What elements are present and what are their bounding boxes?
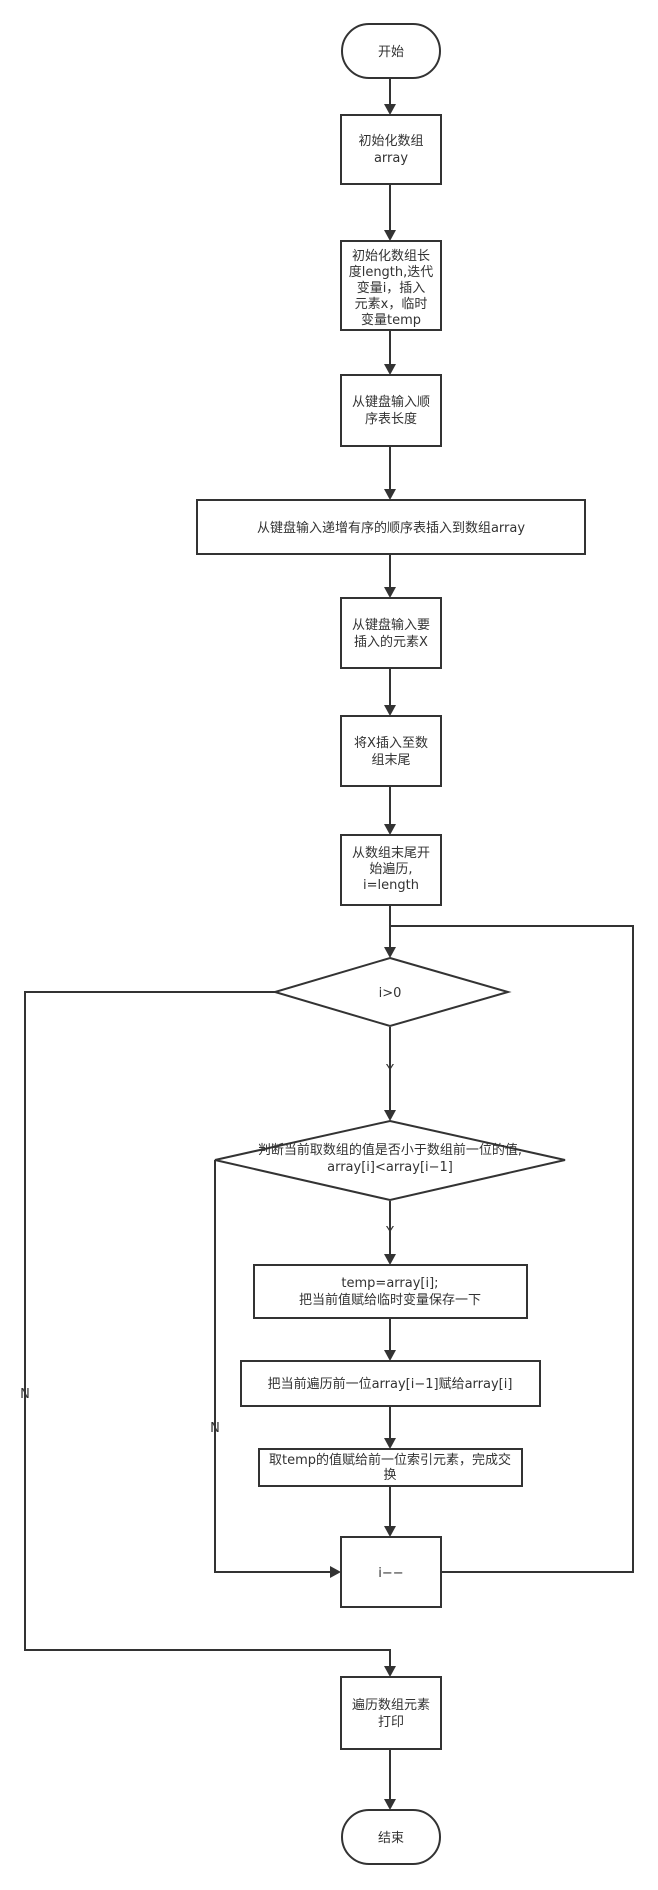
shift-label: 把当前遍历前一位array[i−1]赋给array[i] — [268, 1376, 513, 1392]
print-node: 遍历数组元素 打印 — [340, 1676, 442, 1750]
edge-cond-i-no-to-print — [24, 991, 391, 1668]
arrow-cond-i-to-cond-compare — [384, 1110, 396, 1121]
traverse-start-label-line2: 始遍历, — [369, 861, 412, 877]
arrow-print-to-end — [384, 1799, 396, 1810]
label-cond-compare-yes: Y — [385, 1225, 394, 1240]
print-label-line2: 打印 — [378, 1715, 404, 1730]
traverse-start-label-line1: 从数组末尾开 — [352, 846, 430, 861]
append-x-label-line1: 将X插入至数 — [354, 736, 428, 751]
shift-node: 把当前遍历前一位array[i−1]赋给array[i] — [240, 1360, 541, 1407]
arrow-init-vars-to-input-length — [384, 364, 396, 375]
arrow-cond-compare-no-to-decrement — [330, 1566, 341, 1578]
input-length-node: 从键盘输入顺 序表长度 — [340, 374, 442, 447]
start-node: 开始 — [341, 23, 441, 79]
init-vars-label-line4: 元素x，临时 — [355, 297, 428, 312]
edge-decrement-loop-back — [390, 925, 634, 1573]
cond-i-label: i>0 — [379, 986, 402, 1001]
decrement-label: i−− — [378, 1566, 403, 1581]
arrow-assign-prev-to-decrement — [384, 1526, 396, 1537]
init-vars-label-line5: 变量temp — [361, 312, 421, 328]
arrow-cond-i-no-to-print — [384, 1666, 396, 1677]
cond-i-node: i>0 — [271, 956, 512, 1028]
edges — [24, 78, 634, 1810]
label-cond-i-yes: Y — [385, 1063, 394, 1078]
traverse-start-label-line3: i=length — [363, 878, 419, 893]
label-cond-i-no: N — [20, 1387, 30, 1402]
arrow-save-temp-to-shift — [384, 1350, 396, 1361]
arrow-input-x-to-append-x — [384, 705, 396, 716]
edge-cond-compare-no-to-decrement — [214, 1160, 331, 1573]
assign-prev-label-line2: 换 — [383, 1468, 396, 1483]
arrow-append-x-to-traverse-start — [384, 824, 396, 835]
traverse-start-node: 从数组末尾开 始遍历, i=length — [340, 834, 442, 906]
save-temp-label-line1: temp=array[i]; — [341, 1276, 438, 1291]
init-vars-label-line2: 度length,迭代 — [349, 264, 434, 280]
nodes: 开始 初始化数组 array 初始化数组长 度length,迭代 变量i，插入 … — [196, 23, 586, 1865]
label-cond-compare-no: N — [210, 1421, 220, 1436]
arrow-start-to-init-array — [384, 104, 396, 115]
input-x-label-line1: 从键盘输入要 — [352, 617, 430, 633]
input-array-label: 从键盘输入递增有序的顺序表插入到数组array — [257, 520, 525, 536]
assign-prev-label-line1: 取temp的值赋给前一位索引元素，完成交 — [269, 1452, 511, 1468]
assign-prev-node: 取temp的值赋给前一位索引元素，完成交 换 — [258, 1448, 523, 1487]
cond-compare-label-line1: 判断当前取数组的值是否小于数组前一位的值, — [258, 1142, 522, 1158]
input-length-label-line2: 序表长度 — [365, 411, 417, 427]
arrow-init-array-to-init-vars — [384, 230, 396, 241]
arrow-traverse-start-to-cond-i — [384, 947, 396, 958]
arrow-input-array-to-input-x — [384, 587, 396, 598]
init-vars-label-line1: 初始化数组长 — [352, 249, 430, 264]
save-temp-node: temp=array[i]; 把当前值赋给临时变量保存一下 — [253, 1264, 528, 1319]
decrement-node: i−− — [340, 1536, 442, 1608]
print-label-line1: 遍历数组元素 — [352, 1697, 430, 1713]
input-x-label-line2: 插入的元素X — [354, 634, 428, 650]
append-x-node: 将X插入至数 组末尾 — [340, 715, 442, 787]
input-length-label-line1: 从键盘输入顺 — [352, 394, 430, 410]
init-vars-label-line3: 变量i，插入 — [357, 280, 426, 296]
save-temp-label-line2: 把当前值赋给临时变量保存一下 — [299, 1292, 481, 1308]
arrow-shift-to-assign-prev — [384, 1438, 396, 1449]
edge-labels: Y Y N N — [20, 1063, 394, 1436]
append-x-label-line2: 组末尾 — [371, 753, 410, 768]
init-array-label-line1: 初始化数组 — [358, 134, 423, 149]
input-array-node: 从键盘输入递增有序的顺序表插入到数组array — [196, 499, 586, 555]
init-array-label-line2: array — [374, 151, 408, 166]
end-node: 结束 — [341, 1809, 441, 1865]
init-vars-node: 初始化数组长 度length,迭代 变量i，插入 元素x，临时 变量temp — [340, 240, 442, 331]
input-x-node: 从键盘输入要 插入的元素X — [340, 597, 442, 669]
start-label: 开始 — [378, 45, 404, 60]
cond-compare-label-line2: array[i]<array[i−1] — [327, 1160, 453, 1175]
arrow-input-length-to-input-array — [384, 489, 396, 500]
cond-compare-node: 判断当前取数组的值是否小于数组前一位的值, array[i]<array[i−1… — [214, 1119, 566, 1202]
end-label: 结束 — [378, 1831, 404, 1846]
init-array-node: 初始化数组 array — [340, 114, 442, 185]
arrow-cond-compare-to-save-temp — [384, 1254, 396, 1265]
